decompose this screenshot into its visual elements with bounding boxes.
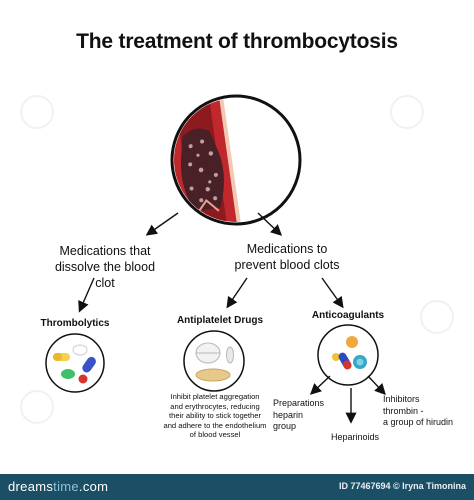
- blood-vessel-illustration: [170, 94, 302, 226]
- watermark-ring: [20, 390, 54, 424]
- watermark-ring: [390, 95, 424, 129]
- logo-part: .com: [78, 479, 109, 494]
- thrombolytics-pills: [45, 333, 105, 393]
- site-logo[interactable]: dreamstime.com: [8, 479, 108, 494]
- branch-prevent-line1: Medications to: [246, 242, 328, 256]
- item-heparinoids: Heparinoids: [330, 432, 380, 442]
- logo-part: time: [53, 479, 79, 494]
- heparin-line1: Preparations: [273, 398, 325, 408]
- branch-dissolve-line1: Medications that: [59, 244, 151, 258]
- hirudin-line1: Inhibitors: [383, 394, 420, 404]
- hirudin-line2: thrombin -: [383, 405, 424, 416]
- branch-dissolve-line2: dissolve the blood clot: [54, 260, 156, 290]
- item-hirudin: Inhibitors thrombin - a group of hirudin: [383, 394, 469, 429]
- note-line: Inhibit platelet aggregation: [170, 392, 260, 401]
- note-line: their ability to stick together: [168, 411, 261, 420]
- item-heparin-group: Preparations heparin group: [273, 398, 343, 433]
- group-anticoagulants: Anticoagulants: [311, 310, 385, 321]
- branch-prevent-line2: prevent blood clots: [234, 258, 340, 272]
- antiplatelet-description: Inhibit platelet aggregation and erythro…: [163, 392, 267, 440]
- image-credit: ID 77467694 © Iryna Timonina: [338, 481, 466, 491]
- group-thrombolytics: Thrombolytics: [40, 318, 110, 329]
- watermark-ring: [20, 95, 54, 129]
- footer-bar: dreamstime.com ID 77467694 © Iryna Timon…: [0, 474, 474, 500]
- note-line: and erythrocytes, reducing: [170, 401, 260, 411]
- diagram-title: The treatment of thrombocytosis: [76, 30, 398, 53]
- heparin-line2: heparin: [273, 409, 304, 420]
- logo-part: dreams: [8, 479, 54, 494]
- diagram-graphics: [45, 94, 386, 424]
- note-line: and adhere to the endothelium: [163, 420, 267, 430]
- heparin-line3: group: [273, 421, 297, 431]
- anticoagulants-pills: [317, 324, 379, 386]
- hirudin-line3: a group of hirudin: [383, 417, 454, 427]
- branch-dissolve-clot: Medications that dissolve the blood clot: [45, 243, 165, 291]
- note-line: of blood vessel: [189, 430, 241, 439]
- group-antiplatelet: Antiplatelet Drugs: [176, 315, 264, 326]
- antiplatelet-pills: [183, 330, 245, 392]
- watermark-ring: [420, 300, 454, 334]
- branch-prevent-clots: Medications to prevent blood clots: [222, 241, 352, 273]
